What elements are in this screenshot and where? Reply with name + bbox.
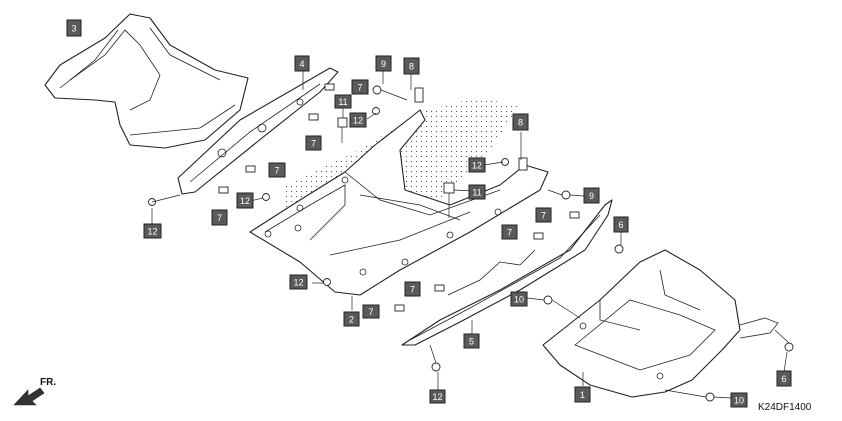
clips [218,83,580,312]
callout-box [404,281,421,297]
callout-5: 5 [463,333,480,349]
callout-number: 7 [368,307,373,317]
callout-leaders [151,70,788,399]
callout-8: 8 [403,57,420,75]
callout-number: 7 [311,139,316,149]
callout-number: 7 [541,211,546,221]
front-indicator-label: FR. [40,377,57,388]
callout-number: 12 [472,161,482,171]
callout-number: 8 [518,118,523,128]
callout-number: 8 [409,62,414,72]
floor-mat-part [44,13,249,149]
callout-box [349,112,367,128]
callout-4: 4 [294,55,310,72]
callout-3: 3 [66,19,82,37]
callout-box [583,187,600,204]
callout-box [305,135,322,151]
callout-box [294,55,310,72]
callout-10: 10 [510,291,528,307]
callout-6: 6 [613,216,629,233]
callout-box [289,274,308,290]
front-direction-arrow-icon [13,387,45,406]
callout-box [613,216,629,233]
callout-box [510,291,528,307]
callout-labels: 3 4 7 9 8 11 12 7 7 8 12 12 7 12 11 9 7 7 6 12 7 7 10 2 5 1 6 12 10 [66,19,792,408]
callout-8: 8 [512,113,529,131]
callout-box [403,57,420,75]
callout-7: 7 [305,135,322,151]
callout-number: 12 [353,116,363,126]
callout-12: 12 [349,112,367,128]
callout-number: 6 [618,220,623,230]
callout-number: 11 [338,97,347,107]
callout-11: 11 [334,94,352,109]
callout-number: 2 [349,315,354,325]
callout-number: 10 [734,396,744,406]
callout-number: 9 [589,191,594,201]
callout-box [501,224,518,240]
right-rail-trim-part [401,199,613,346]
callout-box [429,389,446,404]
callout-number: 12 [432,392,442,402]
callout-box [268,162,286,178]
callout-number: 6 [781,374,786,384]
callout-7: 7 [351,79,369,95]
callout-2: 2 [343,311,360,327]
callout-number: 12 [240,196,250,206]
callout-box [463,333,480,349]
diagram-code: K24DF1400 [758,402,812,413]
callout-box [66,19,82,37]
callout-12: 12 [143,223,162,239]
callout-11: 11 [468,184,486,200]
callout-box [351,79,369,95]
callout-10: 10 [730,392,748,408]
callout-7: 7 [268,162,286,178]
callout-number: 7 [274,166,279,176]
callout-box [375,55,392,72]
callout-number: 1 [580,390,585,400]
left-rail-trim-part [177,67,339,195]
callout-number: 12 [147,227,157,237]
callout-12: 12 [468,157,486,173]
callout-number: 12 [293,278,303,288]
callout-box [143,223,162,239]
callout-1: 1 [574,386,591,403]
callout-box [776,370,792,387]
callout-9: 9 [583,187,600,204]
callout-12: 12 [429,389,446,404]
callout-number: 7 [507,228,512,238]
callout-7: 7 [535,207,552,223]
callout-number: 10 [514,295,524,305]
callout-12: 12 [289,274,308,290]
callout-number: 11 [472,188,481,198]
callout-number: 9 [381,59,386,69]
callout-box [468,157,486,173]
callout-number: 7 [410,285,415,295]
callout-box [236,192,254,209]
callout-9: 9 [375,55,392,72]
callout-box [730,392,748,408]
callout-box [343,311,360,327]
callout-7: 7 [211,209,228,226]
under-cover-part [542,249,779,398]
callout-box [512,113,529,131]
callout-number: 7 [217,213,222,223]
callout-number: 3 [71,24,76,34]
callout-box [362,304,380,319]
callout-7: 7 [362,304,380,319]
callout-7: 7 [501,224,518,240]
callout-number: 4 [299,59,304,69]
callout-box [574,386,591,403]
callout-box [334,94,352,109]
callout-box [535,207,552,223]
callout-number: 7 [357,83,362,93]
callout-7: 7 [404,281,421,297]
callout-box [211,209,228,226]
callout-box [468,184,486,200]
callout-12: 12 [236,192,254,209]
callout-6: 6 [776,370,792,387]
callout-number: 5 [469,337,474,347]
